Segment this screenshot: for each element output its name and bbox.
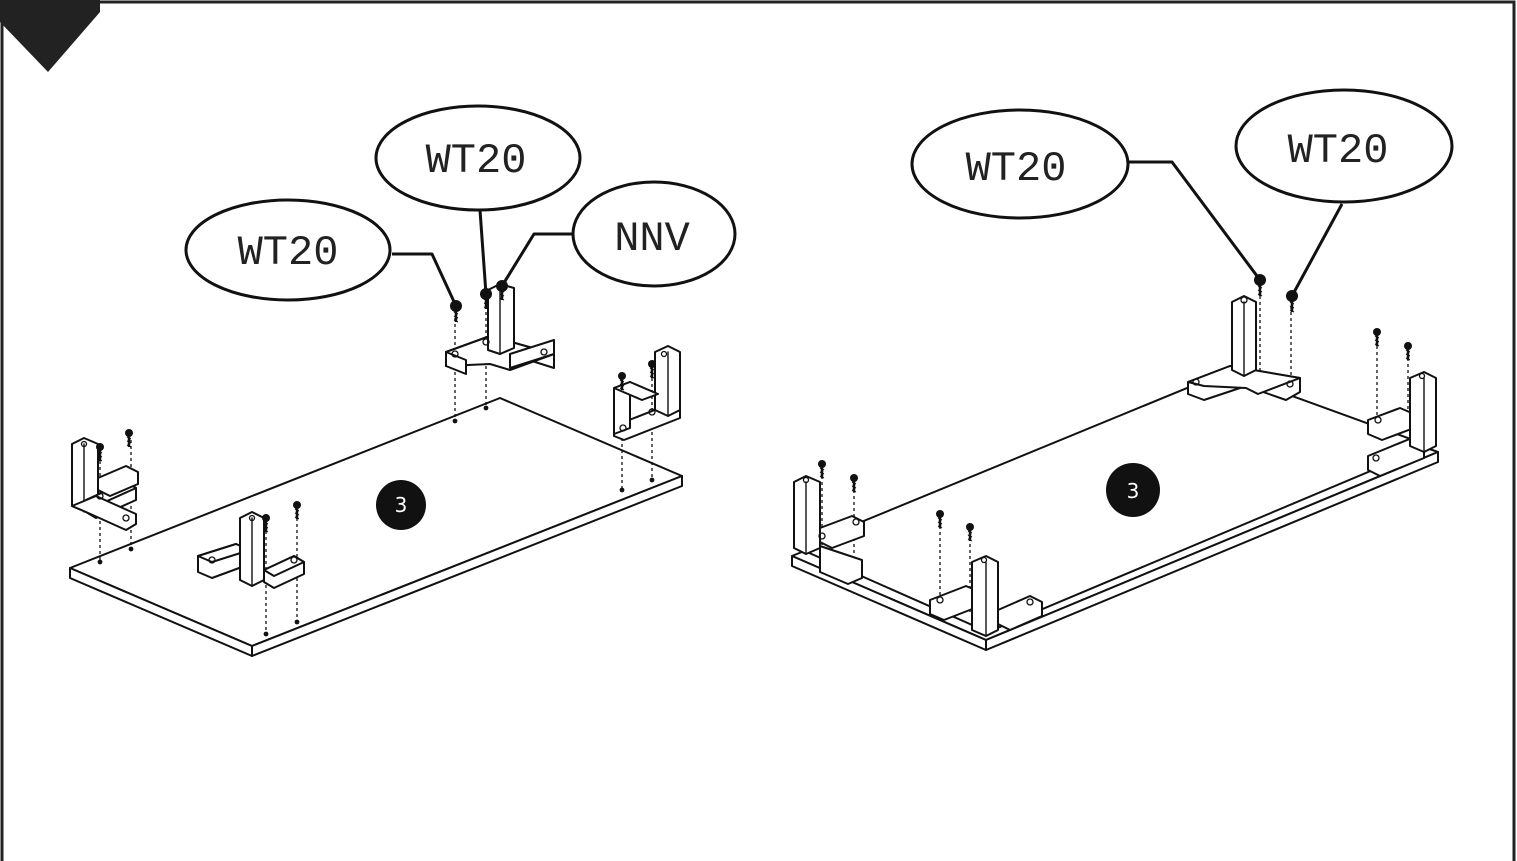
callout-label: WT20 bbox=[238, 229, 339, 277]
callout-nnv: NNV bbox=[571, 180, 737, 288]
left-l-bracket-left bbox=[71, 437, 139, 531]
right-l-bracket-end bbox=[1367, 371, 1437, 477]
part-badge-right: 3 bbox=[1106, 463, 1160, 517]
right-guide-lines bbox=[821, 290, 1409, 612]
callout-wt20-top: WT20 bbox=[374, 104, 582, 212]
part-badge-number: 3 bbox=[395, 493, 408, 517]
left-t-bracket bbox=[445, 283, 555, 375]
callout-wt20-right-left: WT20 bbox=[910, 108, 1130, 220]
step-marker bbox=[0, 0, 100, 72]
callout-label: WT20 bbox=[966, 145, 1067, 193]
callout-wt20-right-right: WT20 bbox=[1234, 88, 1454, 204]
right-l-bracket-left bbox=[793, 475, 865, 585]
part-badge-number: 3 bbox=[1127, 479, 1140, 503]
right-panel bbox=[791, 371, 1439, 651]
left-leader-lines bbox=[392, 209, 574, 312]
callout-label: WT20 bbox=[1288, 127, 1389, 175]
left-l-bracket-right bbox=[613, 345, 681, 441]
right-leader-lines bbox=[1128, 160, 1344, 302]
callout-label: NNV bbox=[614, 215, 690, 263]
right-t-bracket bbox=[1187, 295, 1301, 401]
callout-wt20-left: WT20 bbox=[184, 198, 392, 302]
right-assembly-view: WT20 WT20 3 bbox=[791, 88, 1454, 651]
right-l-bracket-middle bbox=[929, 555, 1043, 637]
left-l-bracket-middle bbox=[197, 511, 305, 589]
part-badge-left: 3 bbox=[376, 480, 426, 530]
left-panel bbox=[69, 397, 683, 657]
left-assembly-view: WT20 WT20 NNV 3 bbox=[69, 104, 737, 657]
callout-label: WT20 bbox=[426, 137, 527, 185]
